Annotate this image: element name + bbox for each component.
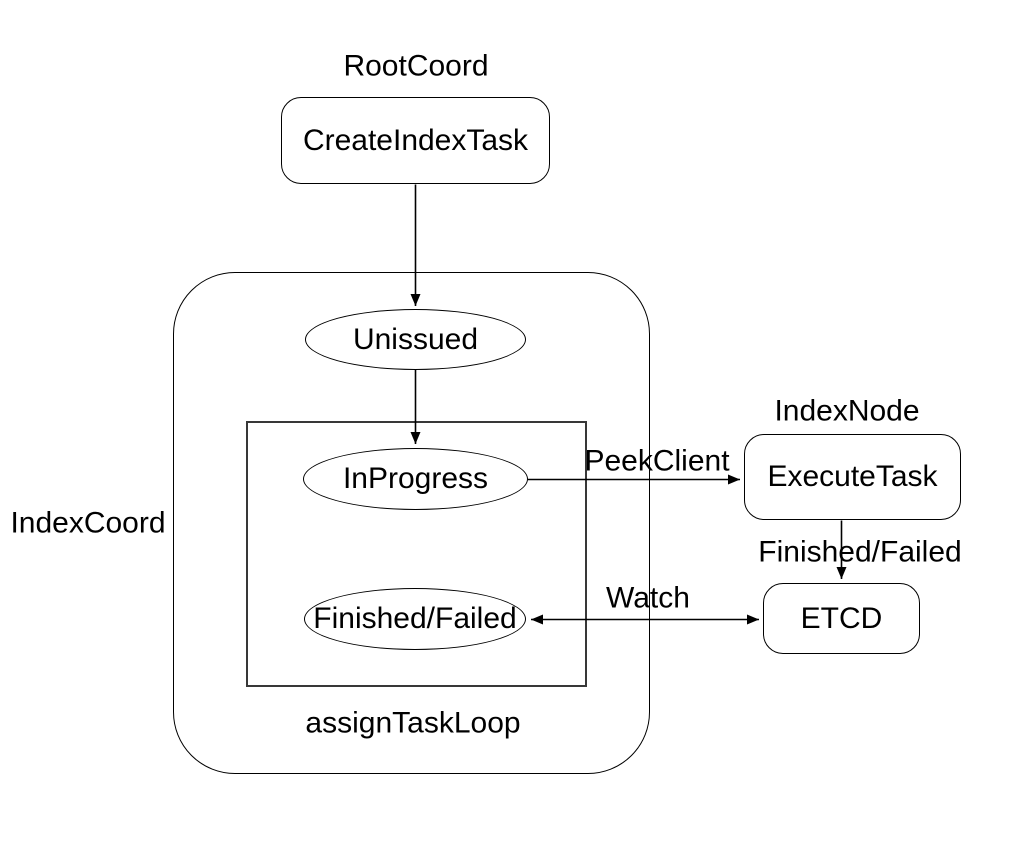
node-in-progress-label: InProgress bbox=[342, 462, 489, 495]
node-execute-task-label: ExecuteTask bbox=[767, 460, 938, 493]
node-finished-failed-label: Finished/Failed bbox=[313, 602, 517, 635]
edge-label-watch: Watch bbox=[606, 581, 690, 615]
assigntaskloop-group-outline bbox=[246, 421, 587, 687]
edge-label-finished-failed: Finished/Failed bbox=[758, 535, 962, 569]
node-execute-task: ExecuteTask bbox=[744, 434, 961, 520]
node-create-index-task-label: CreateIndexTask bbox=[302, 123, 529, 157]
node-unissued: Unissued bbox=[305, 309, 526, 370]
group-label-indexnode: IndexNode bbox=[774, 394, 920, 428]
edge-label-peekclient: PeekClient bbox=[584, 444, 730, 478]
node-in-progress: InProgress bbox=[303, 448, 528, 510]
indexcoord-group-outline bbox=[173, 272, 650, 774]
group-label-indexcoord: IndexCoord bbox=[10, 506, 166, 540]
node-etcd: ETCD bbox=[763, 583, 920, 654]
node-finished-failed: Finished/Failed bbox=[304, 588, 526, 650]
node-create-index-task: CreateIndexTask bbox=[281, 97, 550, 184]
group-label-rootcoord: RootCoord bbox=[343, 49, 489, 83]
group-label-assigntaskloop: assignTaskLoop bbox=[305, 706, 521, 740]
node-unissued-label: Unissued bbox=[352, 322, 479, 356]
node-etcd-label: ETCD bbox=[800, 601, 883, 635]
